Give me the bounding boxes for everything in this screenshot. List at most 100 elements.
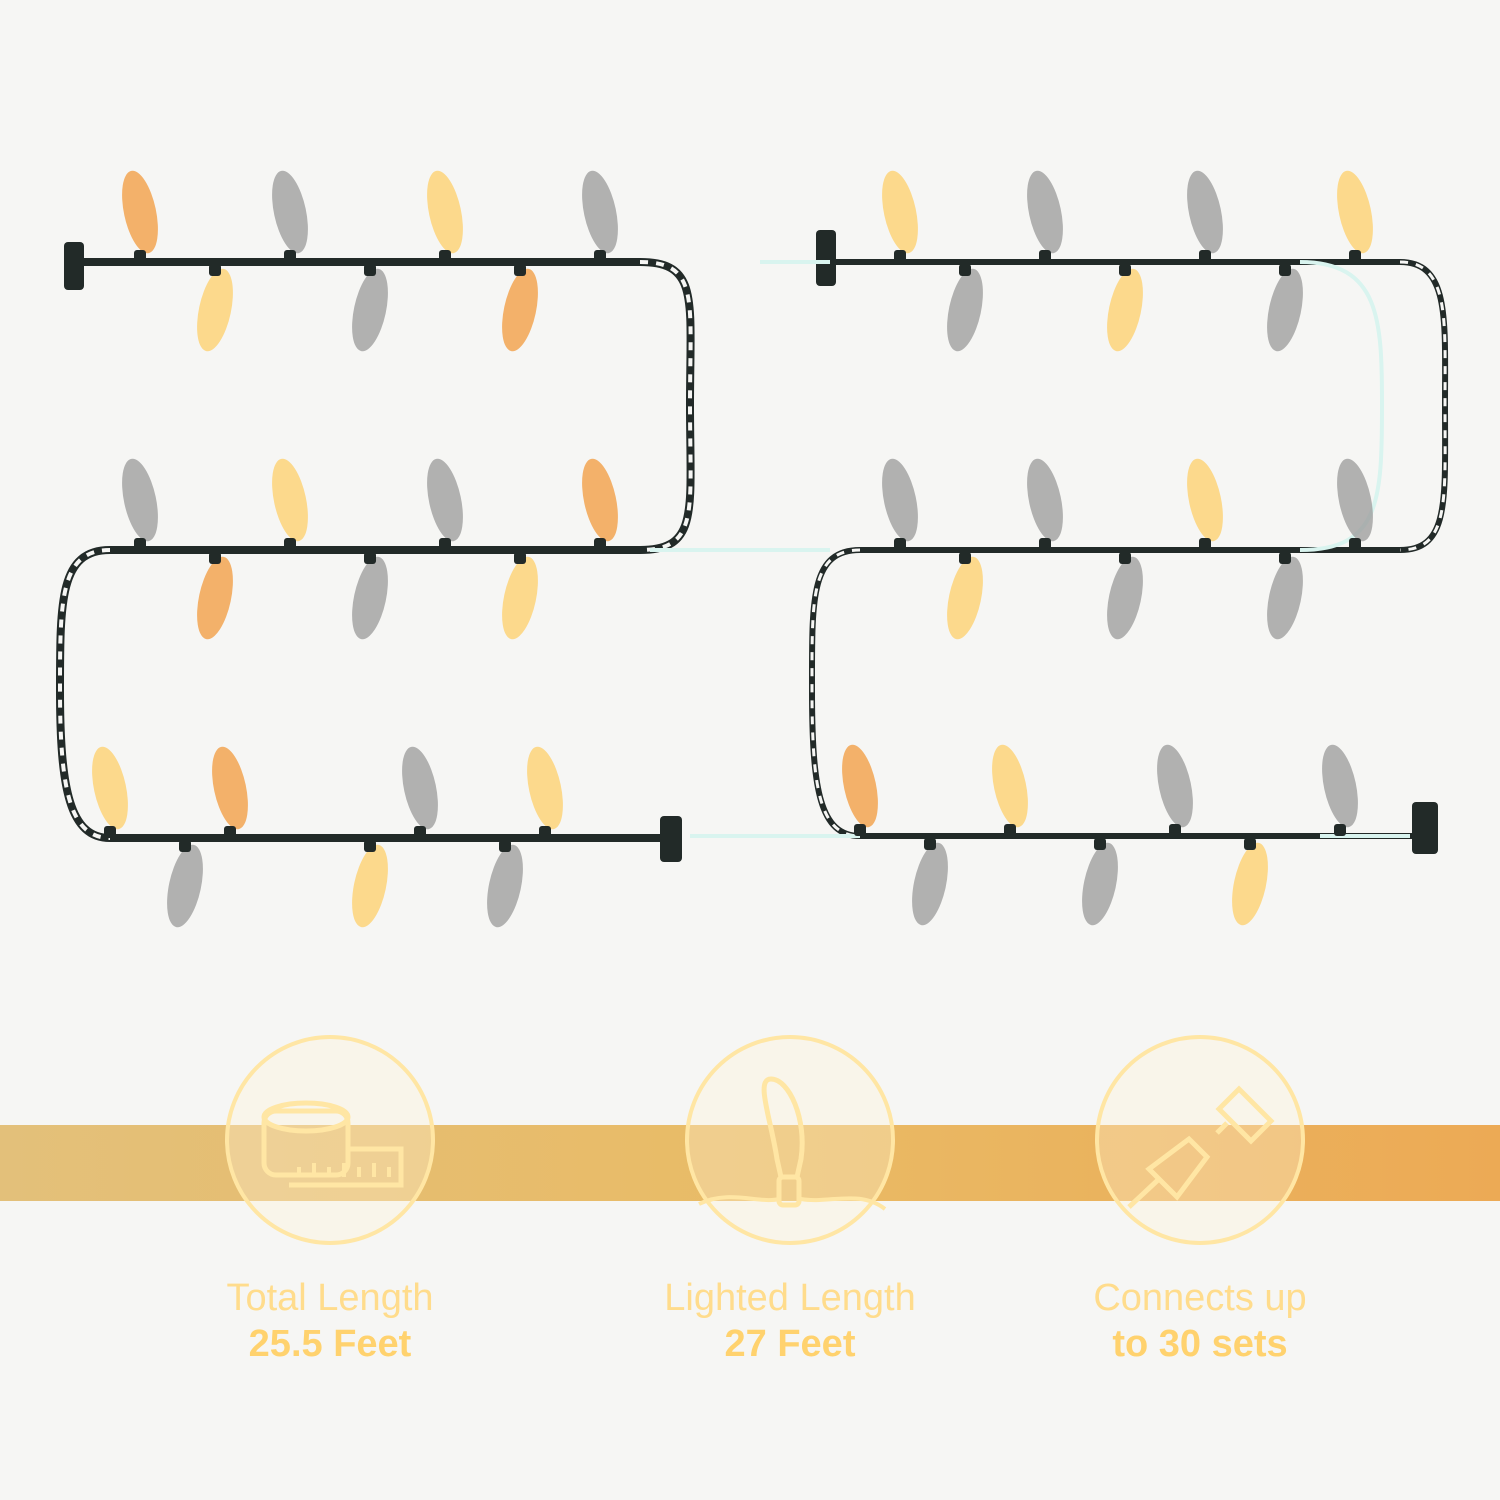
bulb [912,842,948,926]
bulb-socket [959,552,971,564]
bulb-socket [1119,552,1131,564]
bulb-socket [1039,538,1051,550]
right-start-plug [816,230,836,286]
bulb [882,170,918,254]
bulb [947,268,983,352]
bulb-socket [224,826,236,838]
bulb-socket [594,538,606,550]
bulb-socket [364,264,376,276]
right-cord [808,259,1449,839]
bulb [402,746,438,830]
bulb [1187,458,1223,542]
bulb-socket [134,538,146,550]
plug-connector-icon [1095,1035,1305,1245]
connects-label: Connects up [1093,1277,1307,1319]
bulb-socket [364,840,376,852]
bulb [502,268,538,352]
bulb-socket [1199,538,1211,550]
bulb-socket [1119,264,1131,276]
bulb-socket [439,250,451,262]
bulb [1187,170,1223,254]
bulb [352,268,388,352]
bulb [1082,842,1118,926]
bulb-socket [414,826,426,838]
bulb-socket [924,838,936,850]
bulb-socket [134,250,146,262]
right-end-plug [1412,802,1438,854]
bulb [197,556,233,640]
bulb [1107,556,1143,640]
string-lights-illustration [55,170,1449,928]
bulb-socket [1334,824,1346,836]
bulb [197,268,233,352]
bulb [487,844,523,928]
bulb [1107,268,1143,352]
bulb [947,556,983,640]
bulb [1337,458,1373,542]
bulb [1267,268,1303,352]
bulb [992,744,1028,828]
bulb-socket [1244,838,1256,850]
bulb-socket [894,250,906,262]
feature-lighted-length: Lighted Length 27 Feet [660,1035,920,1395]
bulb [352,844,388,928]
left-end-plug [660,816,682,862]
left-string [55,242,695,862]
bulb [502,556,538,640]
bulb [1027,458,1063,542]
bulbs-layer [92,170,1373,928]
bulb [1322,744,1358,828]
feature-total-length: Total Length 25.5 Feet [200,1035,460,1395]
bulb-socket [1349,538,1361,550]
total-length-value: 25.5 Feet [248,1323,412,1365]
bulb-socket [894,538,906,550]
bulb [427,458,463,542]
bulb [1157,744,1193,828]
bulb [272,458,308,542]
right-string [650,230,1449,854]
bulb-icon [685,1035,895,1245]
bulb [1337,170,1373,254]
bulb-socket [514,552,526,564]
bulb-socket [1004,824,1016,836]
bulb-socket [104,826,116,838]
bulb-socket [539,826,551,838]
bulb-socket [1349,250,1361,262]
bulb-socket [364,552,376,564]
bulb-socket [1094,838,1106,850]
bulb-socket [499,840,511,852]
bulb [842,744,878,828]
bulb [582,458,618,542]
bulb-socket [209,264,221,276]
bulb-socket [1039,250,1051,262]
bulb-socket [1169,824,1181,836]
bulb [882,458,918,542]
bulb [527,746,563,830]
total-length-label: Total Length [226,1277,434,1319]
bulb-socket [1199,250,1211,262]
bulb-socket [594,250,606,262]
bulb [122,458,158,542]
bulb-socket [284,250,296,262]
bulb-socket [514,264,526,276]
bulb [427,170,463,254]
feature-connects: Connects up to 30 sets [1070,1035,1330,1395]
connects-value: to 30 sets [1112,1323,1288,1365]
bulb [92,746,128,830]
left-cord [55,258,695,842]
bulb [212,746,248,830]
bulb [1267,556,1303,640]
bulb-socket [209,552,221,564]
left-start-plug [64,242,84,290]
bulb-socket [959,264,971,276]
bulb [1232,842,1268,926]
bulb-socket [854,824,866,836]
bulb [582,170,618,254]
bulb-socket [179,840,191,852]
bulb [167,844,203,928]
bulb-socket [439,538,451,550]
bulb [352,556,388,640]
bulb-socket [1279,552,1291,564]
lighted-length-value: 27 Feet [724,1323,856,1365]
